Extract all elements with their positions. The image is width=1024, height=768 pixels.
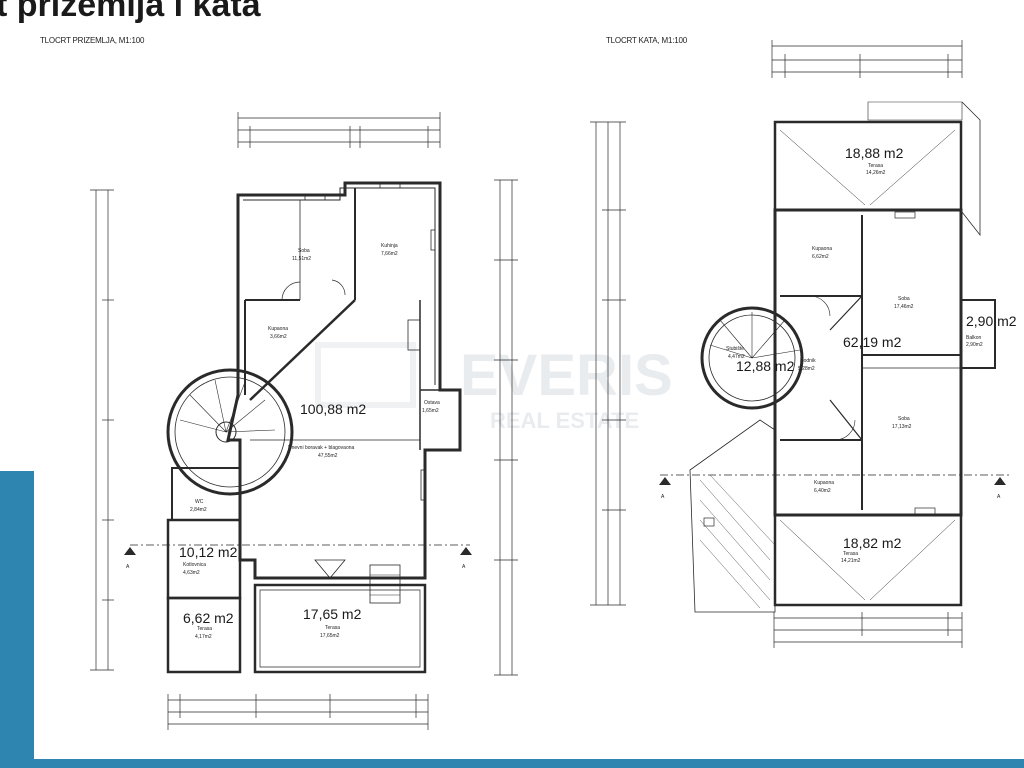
accent-bar-left <box>0 471 34 768</box>
room-area: 17,46m2 <box>894 304 914 310</box>
area-label-bottom-terrace: 18,82 m2 <box>843 535 902 551</box>
room-area: 7,66m2 <box>381 251 398 257</box>
slide-title: t prizemlja i kata <box>0 0 261 24</box>
first-floor-labels: Terasa 14,26m2 Kupaona 6,62m2 Soba 17,46… <box>661 145 1017 564</box>
room-area: 4,17m2 <box>195 634 212 640</box>
room-name: Soba <box>298 248 310 254</box>
room-area: 17,65m2 <box>320 633 340 639</box>
area-label-kotlovnica: 10,12 m2 <box>179 544 238 560</box>
room-area: 17,13m2 <box>892 424 912 430</box>
room-name: Stubište <box>726 346 744 352</box>
room-area: 4,63m2 <box>183 570 200 576</box>
area-label-main: 100,88 m2 <box>300 401 366 417</box>
area-label-top-terrace: 18,88 m2 <box>845 145 904 161</box>
room-name: Ostava <box>424 400 440 406</box>
area-label-balcony: 2,90 m2 <box>966 313 1017 329</box>
room-area: 2,84m2 <box>190 507 207 513</box>
ground-floor-labels: Soba 11,51m2 Kuhinja 7,66m2 Kupaona 3,66… <box>126 243 466 640</box>
room-area: 2,90m2 <box>966 342 983 348</box>
ground-bottom-dimensions <box>167 694 429 730</box>
room-area: 6,62m2 <box>812 254 829 260</box>
room-area: 14,26m2 <box>866 170 886 176</box>
area-label-terrace: 17,65 m2 <box>303 606 362 622</box>
room-name: Dnevni boravak + blagovaona <box>288 445 355 451</box>
section-marker: A <box>462 564 466 570</box>
room-area: 4,47m2 <box>728 354 745 360</box>
watermark-sub: REAL ESTATE <box>490 408 639 433</box>
room-name: Terasa <box>843 551 858 557</box>
first-left-dimensions <box>590 121 626 606</box>
room-name: Terasa <box>325 625 340 631</box>
ground-floor-plan <box>90 112 518 730</box>
room-name: WC <box>195 499 204 505</box>
ground-floor-label: TLOCRT PRIZEMLJA, M1:100 <box>40 36 145 45</box>
room-area: 6,40m2 <box>814 488 831 494</box>
room-name: Kupaona <box>812 246 832 252</box>
watermark-brand: EVERIS <box>460 343 673 408</box>
room-name: Hodnik <box>800 358 816 364</box>
ground-right-dimensions <box>494 179 518 676</box>
watermark-logo: EVERIS REAL ESTATE <box>315 342 673 433</box>
ground-left-dimensions <box>90 189 114 671</box>
room-name: Soba <box>898 416 910 422</box>
first-top-dimensions <box>771 40 963 78</box>
room-name: Kupaona <box>814 480 834 486</box>
room-area: 5,28m2 <box>798 366 815 372</box>
room-name: Kotlovnica <box>183 562 206 568</box>
section-marker: A <box>126 564 130 570</box>
ground-top-dimensions <box>237 112 441 148</box>
room-name: Kuhinja <box>381 243 398 249</box>
room-area: 3,66m2 <box>270 334 287 340</box>
section-marker: A <box>997 494 1001 500</box>
room-name: Kupaona <box>268 326 288 332</box>
room-area: 1,65m2 <box>422 408 439 414</box>
area-label-main: 62,19 m2 <box>843 334 902 350</box>
room-area: 11,51m2 <box>292 256 311 262</box>
area-label-small-terrace: 6,62 m2 <box>183 610 234 626</box>
room-name: Terasa <box>868 163 883 169</box>
room-area: 14,21m2 <box>841 558 861 564</box>
accent-bar-bottom <box>0 759 1024 768</box>
first-floor-label: TLOCRT KATA, M1:100 <box>606 36 687 45</box>
room-name: Soba <box>898 296 910 302</box>
first-floor-plan <box>590 40 1010 648</box>
room-area: 47,55m2 <box>318 453 338 459</box>
section-marker: A <box>661 494 665 500</box>
room-name: Terasa <box>197 626 212 632</box>
room-name: Balkon <box>966 335 982 341</box>
area-label-stairs: 12,88 m2 <box>736 358 795 374</box>
first-bottom-dimensions <box>773 612 963 648</box>
